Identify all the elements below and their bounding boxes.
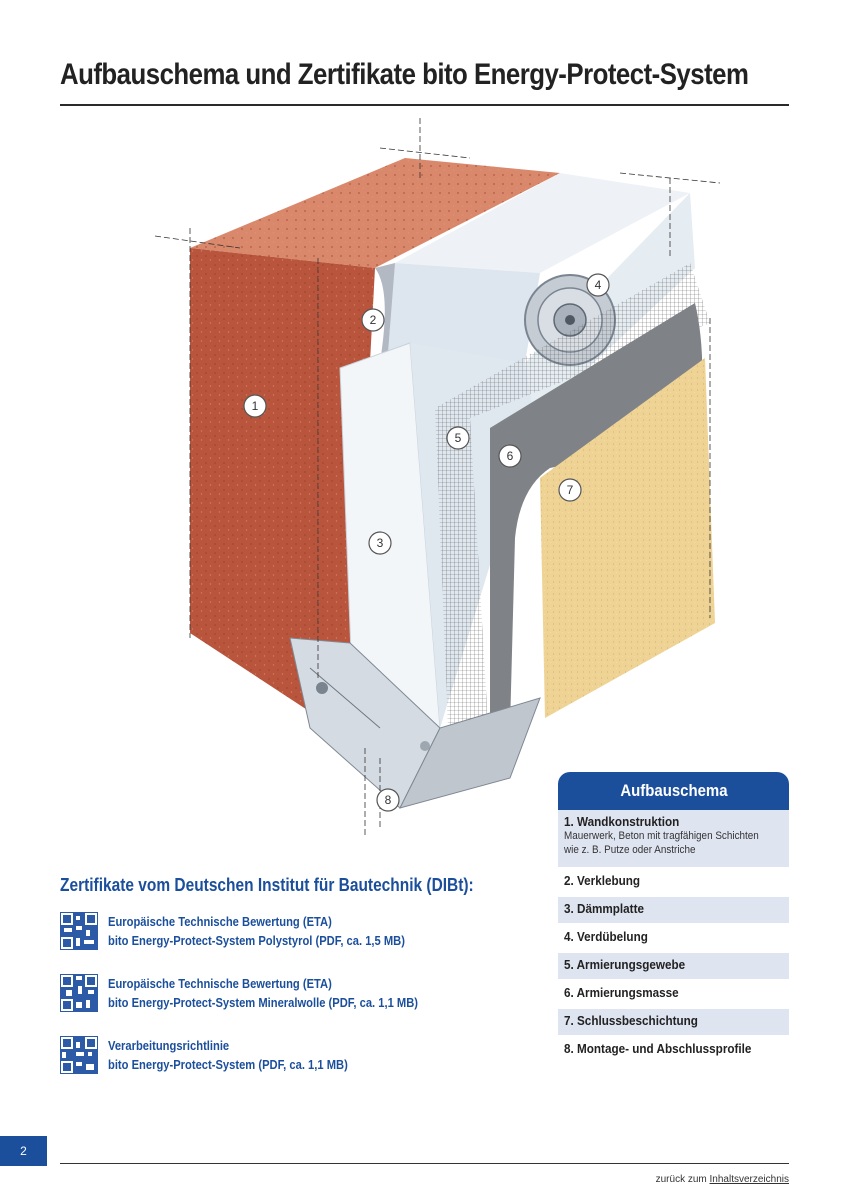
- title-divider: [60, 104, 789, 106]
- callout-6: 6: [498, 444, 522, 468]
- certificates-heading: Zertifikate vom Deutschen Institut für B…: [60, 875, 474, 895]
- callout-5: 5: [446, 426, 470, 450]
- back-to-toc[interactable]: zurück zum Inhaltsverzeichnis: [656, 1174, 789, 1185]
- page-number: 2: [0, 1136, 47, 1166]
- certificate-link-eta-polystyrol[interactable]: Europäische Technische Bewertung (ETA) b…: [60, 912, 480, 952]
- reinforcement-mesh: [435, 263, 710, 778]
- qr-code-icon[interactable]: [60, 974, 98, 1012]
- insulation-top-face: [395, 173, 690, 273]
- legend-heading: Aufbauschema: [558, 772, 789, 810]
- legend-panel: Aufbauschema 1. Wandkonstruktion Mauerwe…: [558, 772, 789, 1065]
- certificate-link-eta-mineralwolle[interactable]: Europäische Technische Bewertung (ETA) b…: [60, 974, 480, 1014]
- svg-text:3: 3: [377, 536, 384, 550]
- svg-text:6: 6: [507, 449, 514, 463]
- callout-7: 7: [558, 478, 582, 502]
- certificate-title[interactable]: Europäische Technische Bewertung (ETA): [108, 976, 332, 991]
- legend-item-2: 2. Verklebung: [558, 869, 789, 897]
- legend-item-6: 6. Armierungsmasse: [558, 981, 789, 1009]
- toc-link[interactable]: Inhaltsverzeichnis: [709, 1174, 789, 1185]
- callout-2: 2: [361, 308, 385, 332]
- footer-divider: [60, 1163, 789, 1164]
- svg-text:1: 1: [252, 399, 259, 413]
- qr-code-icon[interactable]: [60, 1036, 98, 1074]
- svg-text:4: 4: [595, 278, 602, 292]
- callout-4: 4: [586, 273, 610, 297]
- callout-8: 8: [376, 788, 400, 812]
- legend-item-5: 5. Armierungsgewebe: [558, 953, 789, 981]
- svg-text:7: 7: [567, 483, 574, 497]
- certificate-file[interactable]: bito Energy-Protect-System (PDF, ca. 1,1…: [108, 1057, 348, 1072]
- page-title: Aufbauschema und Zertifikate bito Energy…: [60, 58, 749, 91]
- legend-item-8: 8. Montage- und Abschlussprofile: [558, 1037, 789, 1065]
- wall-layer-diagram: 1 2 3 4 5 6 7 8: [154, 118, 721, 838]
- back-to-toc-prefix: zurück zum: [655, 1174, 710, 1185]
- legend-item-3: 3. Dämmplatte: [558, 897, 789, 925]
- certificate-title[interactable]: Verarbeitungsrichtlinie: [108, 1038, 230, 1053]
- legend-item-4: 4. Verdübelung: [558, 925, 789, 953]
- certificate-file[interactable]: bito Energy-Protect-System Mineralwolle …: [108, 995, 419, 1010]
- insulation-upper-face: [388, 263, 540, 363]
- svg-text:8: 8: [385, 793, 392, 807]
- certificate-file[interactable]: bito Energy-Protect-System Polystyrol (P…: [108, 933, 405, 948]
- callout-3: 3: [368, 531, 392, 555]
- legend-item-1: 1. Wandkonstruktion Mauerwerk, Beton mit…: [558, 810, 789, 869]
- callout-1: 1: [243, 394, 267, 418]
- legend-item-7: 7. Schlussbeschichtung: [558, 1009, 789, 1037]
- svg-text:2: 2: [370, 313, 377, 327]
- svg-text:5: 5: [455, 431, 462, 445]
- certificate-title[interactable]: Europäische Technische Bewertung (ETA): [108, 914, 332, 929]
- qr-code-icon[interactable]: [60, 912, 98, 950]
- certificate-link-verarbeitungsrichtlinie[interactable]: Verarbeitungsrichtlinie bito Energy-Prot…: [60, 1036, 480, 1076]
